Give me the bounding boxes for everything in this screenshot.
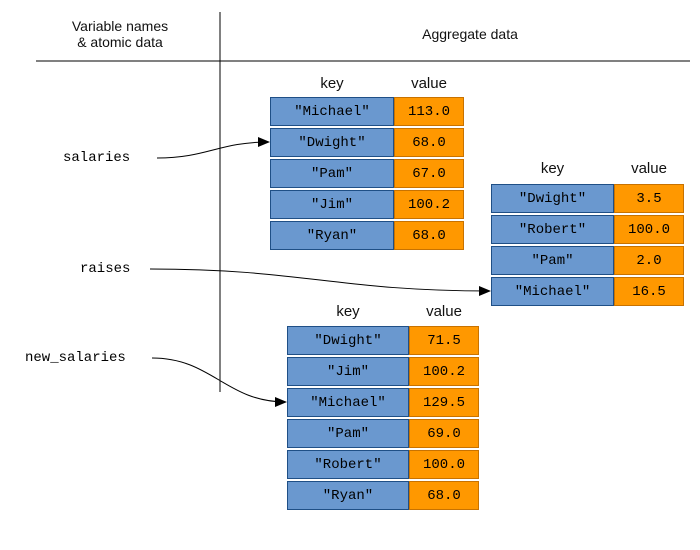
key-cell: "Michael" [491, 277, 614, 306]
value-cell: 129.5 [409, 388, 479, 417]
column-header-value: value [426, 303, 462, 320]
key-cell: "Jim" [287, 357, 409, 386]
key-cell: "Dwight" [270, 128, 394, 157]
key-cell: "Dwight" [287, 326, 409, 355]
column-header-key: key [540, 160, 565, 177]
value-cell: 69.0 [409, 419, 479, 448]
value-cell: 68.0 [409, 481, 479, 510]
value-cell: 100.0 [614, 215, 684, 244]
value-cell: 68.0 [394, 221, 464, 250]
value-cell: 3.5 [614, 184, 684, 213]
dict-row: "Robert"100.0 [491, 215, 684, 246]
value-cell: 100.2 [394, 190, 464, 219]
value-cell: 100.2 [409, 357, 479, 386]
key-cell: "Jim" [270, 190, 394, 219]
value-cell: 2.0 [614, 246, 684, 275]
key-cell: "Ryan" [287, 481, 409, 510]
value-cell: 100.0 [409, 450, 479, 479]
value-cell: 113.0 [394, 97, 464, 126]
dict-row: "Ryan"68.0 [287, 481, 479, 512]
column-header-key: key [336, 303, 360, 320]
var-label-raises: raises [80, 261, 131, 277]
column-header-value: value [411, 75, 447, 92]
dict-row: "Jim"100.2 [287, 357, 479, 388]
key-cell: "Michael" [287, 388, 409, 417]
var-label-new_salaries: new_salaries [25, 350, 126, 366]
column-header-key: key [320, 75, 344, 92]
value-cell: 68.0 [394, 128, 464, 157]
dict-row: "Dwight"3.5 [491, 184, 684, 215]
dict-row: "Robert"100.0 [287, 450, 479, 481]
value-cell: 71.5 [409, 326, 479, 355]
arrow-salaries [156, 137, 270, 159]
key-cell: "Robert" [491, 215, 614, 244]
header-left: Variable names & atomic data [71, 18, 169, 50]
key-cell: "Pam" [491, 246, 614, 275]
key-cell: "Pam" [270, 159, 394, 188]
key-cell: "Dwight" [491, 184, 614, 213]
header-right: Aggregate data [422, 26, 518, 42]
dict-row: "Dwight"71.5 [287, 326, 479, 357]
arrow-new_salaries [151, 357, 287, 407]
dict-row: "Pam"2.0 [491, 246, 684, 277]
arrow-raises [149, 268, 491, 296]
dict-row: "Jim"100.2 [270, 190, 464, 221]
column-header-value: value [631, 160, 667, 177]
var-label-salaries: salaries [63, 150, 131, 166]
value-cell: 67.0 [394, 159, 464, 188]
value-cell: 16.5 [614, 277, 684, 306]
dict-row: "Michael"113.0 [270, 97, 464, 128]
key-cell: "Pam" [287, 419, 409, 448]
dict-row: "Michael"16.5 [491, 277, 684, 308]
key-cell: "Ryan" [270, 221, 394, 250]
dict-row: "Pam"69.0 [287, 419, 479, 450]
dict-row: "Pam"67.0 [270, 159, 464, 190]
dict-row: "Ryan"68.0 [270, 221, 464, 252]
dict-row: "Dwight"68.0 [270, 128, 464, 159]
key-cell: "Robert" [287, 450, 409, 479]
dict-row: "Michael"129.5 [287, 388, 479, 419]
key-cell: "Michael" [270, 97, 394, 126]
